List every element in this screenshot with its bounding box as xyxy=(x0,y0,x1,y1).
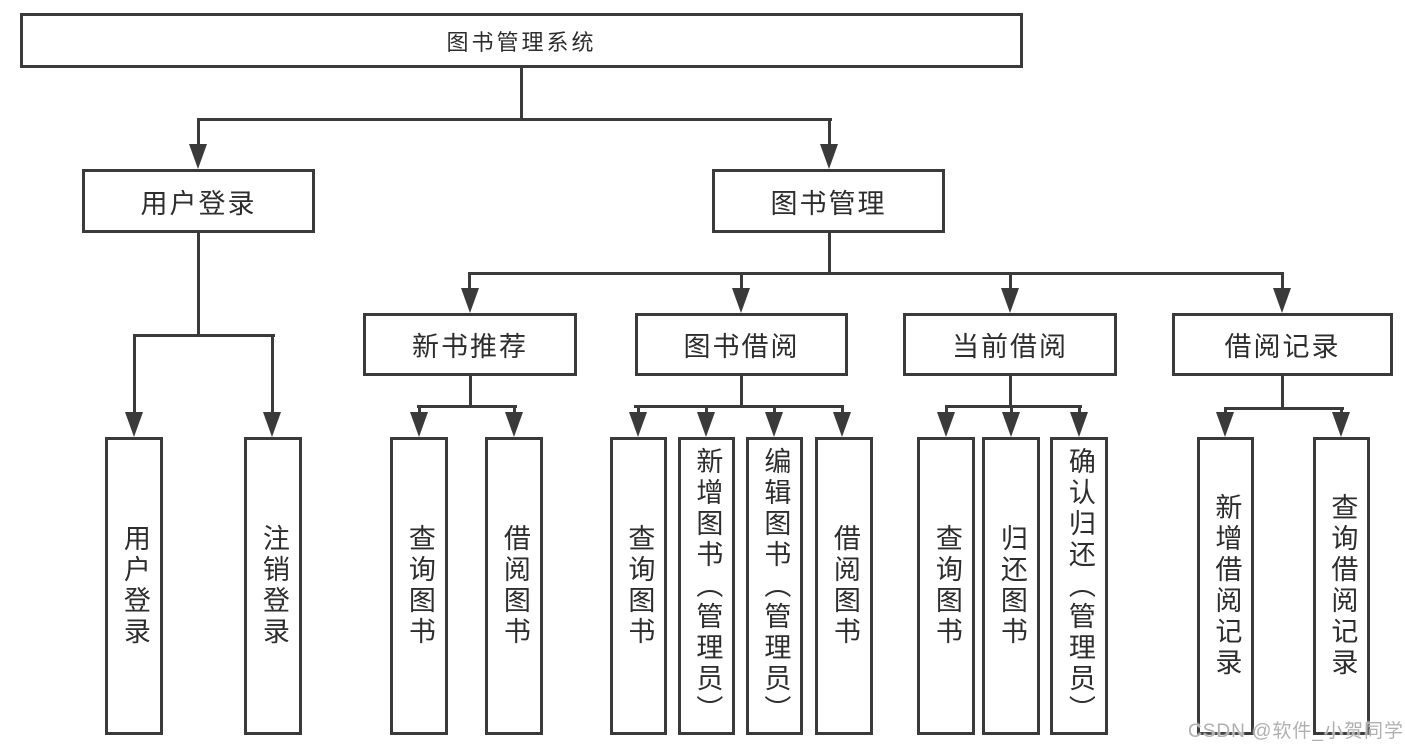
leaf-return-book: 归还图书 xyxy=(982,437,1040,735)
leaf-edit-book-admin: 编辑图书（管理员） xyxy=(746,437,803,735)
node-borrow-records: 借阅记录 xyxy=(1172,313,1393,376)
arrow-down-icon xyxy=(732,288,750,313)
node-current-borrow: 当前借阅 xyxy=(903,313,1117,376)
connector-line xyxy=(1010,405,1013,416)
connector-line xyxy=(828,233,831,275)
node-user-login: 用户登录 xyxy=(82,169,315,233)
arrow-down-icon xyxy=(1216,412,1234,437)
connector-line xyxy=(133,334,136,416)
arrow-down-icon xyxy=(765,412,783,437)
arrow-down-icon xyxy=(629,412,647,437)
connector-line xyxy=(197,118,832,121)
connector-line xyxy=(1281,376,1284,409)
connector-line xyxy=(740,272,743,292)
connector-line xyxy=(469,376,472,407)
connector-line xyxy=(705,405,708,416)
connector-line xyxy=(841,405,844,416)
connector-line xyxy=(468,272,471,292)
arrow-down-icon xyxy=(410,412,428,437)
connector-line xyxy=(1009,272,1012,292)
connector-line xyxy=(1224,407,1344,410)
node-root: 图书管理系统 xyxy=(20,13,1023,68)
arrow-down-icon xyxy=(263,412,281,437)
connector-line xyxy=(634,405,844,408)
leaf-borrow-book: 借阅图书 xyxy=(485,437,543,735)
arrow-down-icon xyxy=(1001,288,1019,313)
node-new-book-recommend: 新书推荐 xyxy=(363,313,577,376)
connector-line xyxy=(740,376,743,407)
arrow-down-icon xyxy=(189,144,207,169)
connector-line xyxy=(520,68,523,121)
connector-line xyxy=(1078,405,1081,416)
leaf-logout: 注销登录 xyxy=(244,437,302,735)
arrow-down-icon xyxy=(125,412,143,437)
leaf-confirm-return-admin: 确认归还（管理员） xyxy=(1050,437,1108,735)
connector-line xyxy=(637,405,640,416)
leaf-query-book: 查询图书 xyxy=(610,437,667,735)
connector-line xyxy=(418,405,421,416)
connector-line xyxy=(828,118,831,148)
arrow-down-icon xyxy=(697,412,715,437)
arrow-down-icon xyxy=(461,288,479,313)
arrow-down-icon xyxy=(1002,412,1020,437)
connector-line xyxy=(513,405,516,416)
leaf-query-book: 查询图书 xyxy=(917,437,975,735)
watermark: CSDN @软件_小贺同学 xyxy=(1188,721,1404,742)
arrow-down-icon xyxy=(937,412,955,437)
connector-line xyxy=(468,272,1284,275)
arrow-down-icon xyxy=(833,412,851,437)
leaf-add-book-admin: 新增图书（管理员） xyxy=(678,437,735,735)
arrow-down-icon xyxy=(1332,412,1350,437)
arrow-down-icon xyxy=(820,144,838,169)
arrow-down-icon xyxy=(505,412,523,437)
connector-line xyxy=(1224,407,1227,416)
connector-line xyxy=(773,405,776,416)
arrow-down-icon xyxy=(1273,288,1291,313)
connector-line xyxy=(1281,272,1284,292)
connector-line xyxy=(945,405,1082,408)
leaf-add-borrow-record: 新增借阅记录 xyxy=(1197,437,1254,735)
leaf-query-borrow-record: 查询借阅记录 xyxy=(1313,437,1370,735)
leaf-user-login: 用户登录 xyxy=(105,437,163,735)
connector-line xyxy=(1009,376,1012,407)
connector-line xyxy=(197,233,200,337)
connector-line xyxy=(1340,407,1343,416)
connector-line xyxy=(417,405,517,408)
connector-line xyxy=(271,334,274,416)
leaf-borrow-book: 借阅图书 xyxy=(815,437,873,735)
leaf-query-book: 查询图书 xyxy=(390,437,448,735)
connector-line xyxy=(133,334,275,337)
connector-line xyxy=(945,405,948,416)
arrow-down-icon xyxy=(1070,412,1088,437)
node-book-management: 图书管理 xyxy=(712,169,945,233)
node-book-borrow: 图书借阅 xyxy=(635,313,848,376)
connector-line xyxy=(197,118,200,148)
